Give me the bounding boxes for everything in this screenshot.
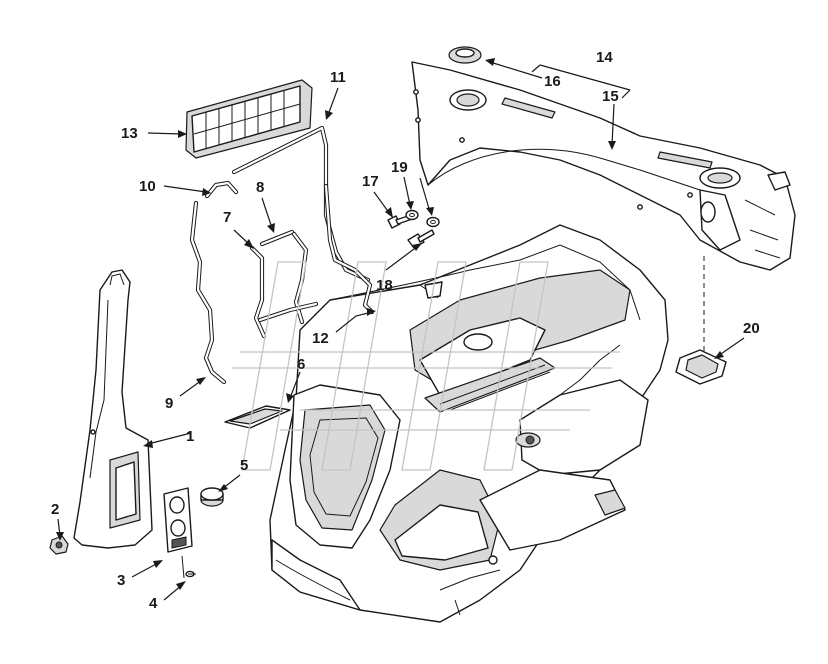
callout-15: 15	[602, 88, 619, 105]
callout-1: 1	[186, 428, 194, 445]
callout-8: 8	[256, 179, 264, 196]
callout-9: 9	[165, 395, 173, 412]
tube-11	[231, 125, 375, 315]
callout-18: 18	[376, 277, 393, 294]
left-pillar	[73, 269, 153, 549]
callout-19: 19	[391, 159, 408, 176]
washer-19b	[426, 216, 440, 228]
watermark-logo	[232, 261, 620, 471]
callout-16: 16	[544, 73, 561, 90]
callout-5: 5	[240, 457, 248, 474]
screw-4	[181, 555, 196, 579]
upper-dash-panel	[411, 61, 796, 271]
panel-grommet	[448, 46, 482, 64]
callout-13: 13	[121, 125, 138, 142]
callout-6: 6	[297, 356, 305, 373]
callout-4: 4	[149, 595, 158, 612]
callout-10: 10	[139, 178, 156, 195]
washer-19a	[405, 209, 419, 221]
callout-2: 2	[51, 501, 59, 518]
callout-20: 20	[743, 320, 760, 337]
grommet-5	[200, 487, 224, 507]
bolt-18	[407, 229, 435, 249]
callout-17: 17	[362, 173, 379, 190]
bezel-20	[675, 349, 727, 385]
callout-11: 11	[330, 69, 346, 86]
tube-10	[204, 180, 239, 199]
switch-panel-3	[163, 487, 193, 553]
callout-leaders	[56, 58, 745, 601]
tube-7	[249, 245, 267, 339]
callout-3: 3	[117, 572, 125, 589]
callout-14: 14	[596, 49, 613, 66]
callout-12: 12	[312, 330, 329, 347]
dash-console-body	[269, 224, 669, 623]
callout-7: 7	[223, 209, 231, 226]
filter-grille	[185, 79, 313, 159]
tube-9	[189, 200, 227, 385]
tube-12	[257, 301, 319, 323]
